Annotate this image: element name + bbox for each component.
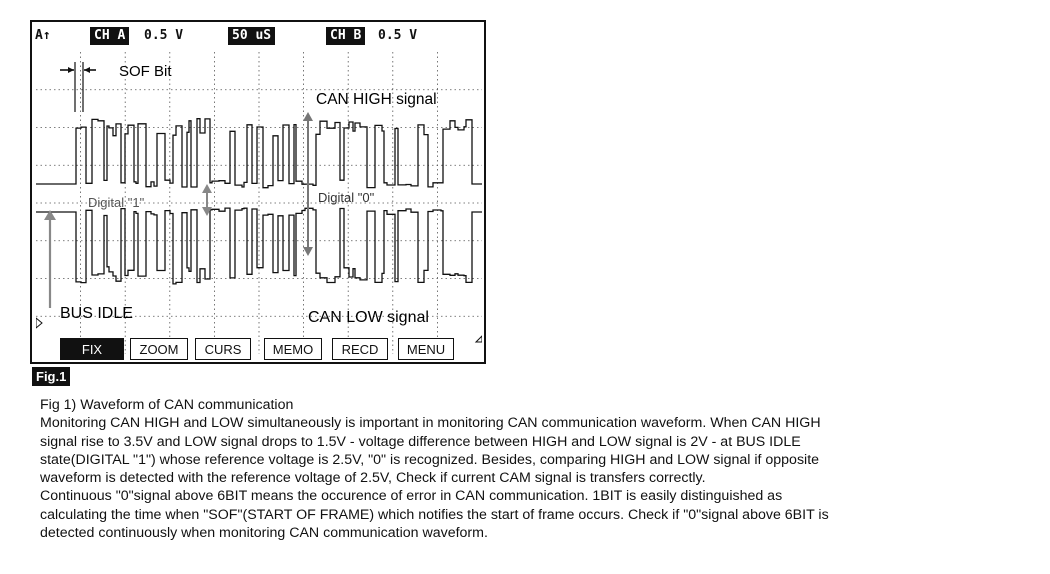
sof-arrowhead-right xyxy=(84,67,90,73)
bus-idle-arrowhead xyxy=(44,210,56,220)
status-bar: A↑ CH A 0.5 V 50 uS CH B 0.5 V xyxy=(32,22,484,52)
can-high-label: CAN HIGH signal xyxy=(316,91,437,108)
graticule-grid xyxy=(36,52,482,354)
channel-a-scale: 0.5 V xyxy=(144,28,184,43)
sof-bit-label: SOF Bit xyxy=(119,63,172,80)
caption-title: Fig 1) Waveform of CAN communication xyxy=(40,397,294,413)
caption-line: Monitoring CAN HIGH and LOW simultaneous… xyxy=(40,415,821,432)
digital-0-arrowhead-down xyxy=(303,247,313,256)
can-high-trace xyxy=(36,118,482,189)
softkey-zoom[interactable]: ZOOM xyxy=(130,338,188,360)
waveform-screen: SOF Bit CAN HIGH signal Digital "1" Digi… xyxy=(36,52,482,354)
figure-caption: Fig 1) Waveform of CAN communication Mon… xyxy=(40,396,1042,542)
can-low-trace xyxy=(36,207,482,285)
oscilloscope-display: A↑ CH A 0.5 V 50 uS CH B 0.5 V SOF Bit C… xyxy=(30,20,486,364)
digital-0-label: Digital "0" xyxy=(318,190,375,205)
can-low-label: CAN LOW signal xyxy=(308,309,429,326)
digital-1-arrowhead-down xyxy=(202,207,212,216)
caption-line: waveform is detected with the reference … xyxy=(40,470,706,487)
digital-1-label: Digital "1" xyxy=(88,195,145,210)
softkey-menu[interactable]: MENU xyxy=(398,338,454,360)
sof-arrowhead-left xyxy=(68,67,74,73)
channel-b-label[interactable]: CH B xyxy=(326,27,366,45)
figure-label: Fig.1 xyxy=(32,367,71,386)
softkey-curs[interactable]: CURS xyxy=(195,338,251,360)
caption-line: Continuous "0"signal above 6BIT means th… xyxy=(40,488,783,505)
softkey-recd[interactable]: RECD xyxy=(332,338,388,360)
caption-line: calculating the time when "SOF"(START OF… xyxy=(40,506,829,523)
caption-line: detected continuously when monitoring CA… xyxy=(40,525,488,542)
channel-b-scale: 0.5 V xyxy=(378,28,418,43)
timebase-value[interactable]: 50 uS xyxy=(228,27,276,45)
channel-a-label[interactable]: CH A xyxy=(90,27,130,45)
softkey-memo[interactable]: MEMO xyxy=(264,338,322,360)
caption-line: signal rise to 3.5V and LOW signal drops… xyxy=(40,433,801,450)
trigger-level-marker xyxy=(474,335,482,343)
caption-line: state(DIGITAL "1") whose reference volta… xyxy=(40,451,820,468)
softkey-bar: FIX ZOOM CURS MEMO RECD MENU xyxy=(32,334,484,364)
channel-ground-marker xyxy=(36,317,43,329)
digital-0-arrowhead-up xyxy=(303,112,313,121)
trigger-indicator: A↑ xyxy=(35,28,51,43)
softkey-fix[interactable]: FIX xyxy=(60,338,124,360)
bus-idle-label: BUS IDLE xyxy=(60,305,133,322)
digital-1-arrowhead-up xyxy=(202,184,212,193)
